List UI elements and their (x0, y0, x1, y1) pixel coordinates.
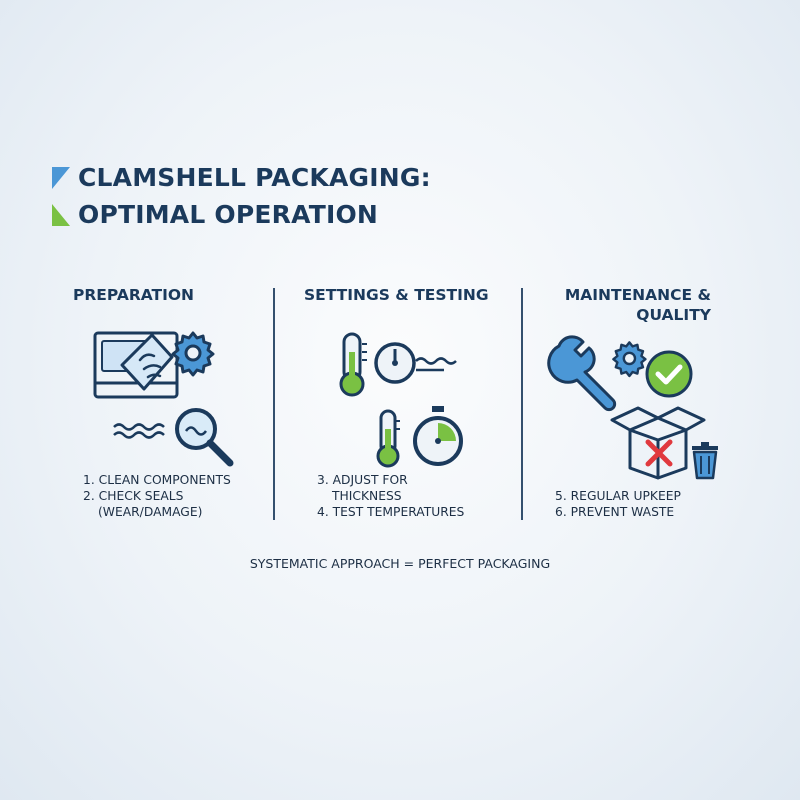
heading-maintenance-line1: MAINTENANCE & (564, 286, 711, 304)
step-3: 3. ADJUST FOR (317, 473, 408, 487)
step-6: 6. PREVENT WASTE (555, 505, 675, 519)
magnifier-icon (175, 408, 234, 467)
wave-icon (415, 357, 457, 365)
step-1: 1. CLEAN COMPONENTS (83, 473, 231, 487)
step-2-detail: (WEAR/DAMAGE) (98, 505, 203, 519)
step-2: 2. CHECK SEALS (83, 489, 184, 503)
gear-icon (612, 341, 647, 378)
preparation-steps: 1. CLEAN COMPONENTS 2. CHECK SEALS (WEAR… (83, 472, 231, 520)
title-line-1: CLAMSHELL PACKAGING: (52, 163, 431, 192)
magnifier-illustration (113, 408, 234, 467)
heading-settings-testing: SETTINGS & TESTING (304, 286, 489, 304)
cleaning-hand-icon (120, 333, 174, 391)
checkmark-icon (645, 350, 693, 398)
column-divider-2 (521, 288, 523, 520)
gauge-icon (374, 342, 416, 384)
green-triangle-icon (52, 203, 70, 226)
column-divider-1 (273, 288, 275, 520)
maintenance-steps: 5. REGULAR UPKEEP 6. PREVENT WASTE (555, 488, 681, 520)
open-box-icon (610, 406, 706, 480)
gear-icon (171, 331, 215, 377)
waste-illustration (610, 406, 718, 480)
maintenance-illustration (547, 335, 693, 412)
footer-tagline: SYSTEMATIC APPROACH = PERFECT PACKAGING (249, 556, 551, 571)
blue-triangle-icon (52, 166, 70, 189)
step-5: 5. REGULAR UPKEEP (555, 489, 681, 503)
x-mark-icon (645, 439, 673, 467)
title-line-2: OPTIMAL OPERATION (52, 200, 378, 229)
step-4: 4. TEST TEMPERATURES (317, 505, 465, 519)
settings-steps: 3. ADJUST FOR THICKNESS 4. TEST TEMPERAT… (317, 472, 464, 520)
thermometer-icon (339, 332, 367, 397)
heading-maintenance-quality: MAINTENANCE & QUALITY (563, 285, 711, 325)
preparation-cleaning-illustration (93, 331, 179, 399)
heading-maintenance-line2: QUALITY (636, 306, 711, 324)
title-text-2: OPTIMAL OPERATION (78, 200, 379, 229)
wrench-icon (547, 335, 617, 412)
stopwatch-icon (413, 406, 463, 466)
heading-preparation: PREPARATION (73, 286, 195, 304)
step-3-detail: THICKNESS (332, 489, 402, 503)
temperature-gauge-illustration (339, 332, 457, 397)
wave-icon (113, 423, 165, 431)
trash-can-icon (692, 442, 718, 480)
title-text-1: CLAMSHELL PACKAGING: (78, 163, 431, 192)
thermometer-stopwatch-illustration (376, 406, 463, 468)
thermometer-icon (376, 409, 400, 468)
